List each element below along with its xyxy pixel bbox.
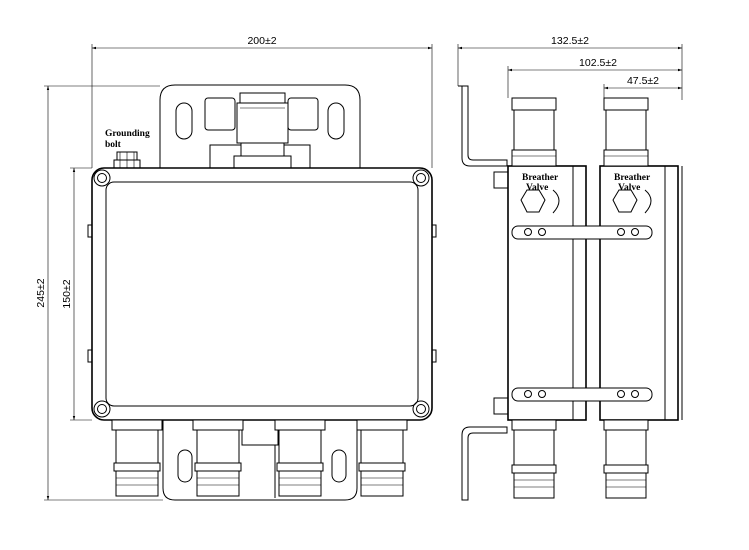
bottom-connector-2 [192, 419, 244, 497]
mounting-bracket-bottom [162, 420, 358, 501]
side-bracket-bottom [461, 426, 508, 501]
corner-screw-br [412, 400, 430, 418]
strap-top [511, 225, 653, 240]
corner-screw-tr [412, 169, 430, 187]
dimension-side-depth-mid: 102.5±2 [507, 57, 682, 98]
dimension-label-side-depth-small: 47.5±2 [627, 75, 659, 87]
strap-bottom [511, 387, 653, 402]
breather-valve-1-line2: Valve [526, 183, 548, 193]
front-view: 200±2 245±2 150±2 Grounding bolt [35, 35, 437, 501]
breather-valve-2-line2: Valve [618, 183, 640, 193]
dimension-label-side-depth-mid: 102.5±2 [579, 57, 617, 69]
bottom-connector-4 [356, 419, 408, 497]
dimension-label-overall-width: 200±2 [247, 35, 276, 47]
corner-screw-bl [93, 400, 111, 418]
dimension-side-depth: 132.5±2 [457, 35, 683, 100]
dimension-label-box-height: 150±2 [61, 279, 73, 308]
top-connector [233, 92, 292, 169]
grounding-bolt-label-line1: Grounding [105, 129, 150, 139]
dimension-overall-width: 200±2 [91, 35, 433, 168]
dimension-side-depth-small: 47.5±2 [603, 75, 682, 98]
main-enclosure [87, 167, 437, 421]
breather-valve-2-line1: Breather [614, 173, 651, 183]
side-grounding-bolt-top [493, 171, 509, 189]
bottom-connector-3 [274, 419, 326, 497]
breather-valve-1-line1: Breather [522, 173, 559, 183]
corner-screw-tl [93, 169, 111, 187]
side-grounding-bolt-bottom [493, 397, 509, 415]
dimension-box-height: 150±2 [61, 167, 92, 421]
grounding-bolt-label-line2: bolt [105, 140, 122, 150]
dimension-label-overall-height: 245±2 [35, 278, 47, 307]
side-unit-right [599, 97, 683, 499]
bottom-connector-1 [111, 419, 163, 497]
dimension-label-side-depth: 132.5±2 [551, 35, 589, 47]
side-view: Breather Valve Breather Valve 132.5±2 10… [457, 35, 683, 501]
grounding-bolt [113, 151, 141, 169]
side-bracket-top [458, 85, 508, 167]
mounting-bracket-top [159, 84, 361, 168]
side-unit-left [507, 97, 587, 499]
dimension-overall-height: 245±2 [35, 85, 163, 501]
